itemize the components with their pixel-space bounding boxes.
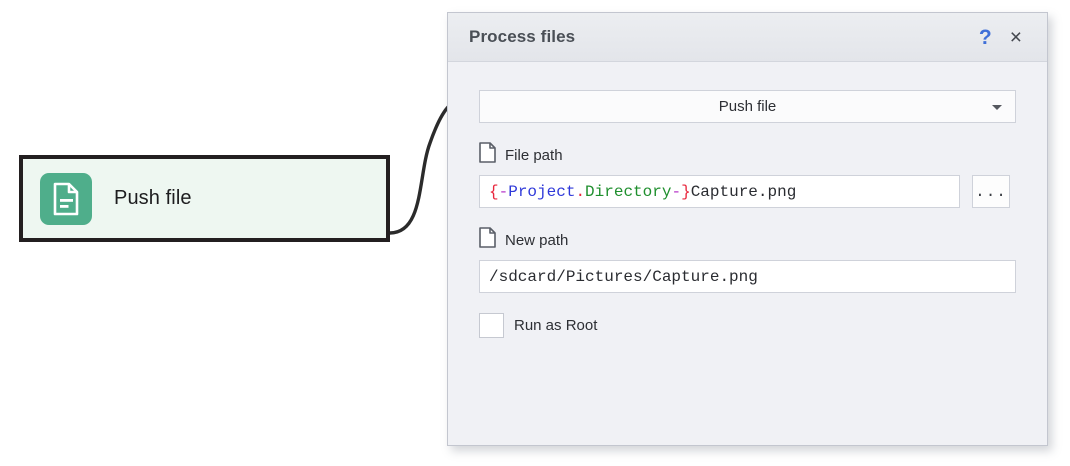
dialog-title: Process files (469, 27, 576, 46)
file-icon (479, 142, 496, 168)
flow-node-push-file[interactable]: Push file (19, 155, 390, 242)
close-icon[interactable]: × (1009, 25, 1022, 49)
process-files-dialog: Process files ? × Push file File path {-… (447, 12, 1048, 446)
path-token: - (498, 182, 509, 201)
path-token: { (489, 182, 499, 201)
run-as-root-checkbox[interactable] (479, 313, 504, 338)
path-token: } (681, 182, 691, 201)
dialog-titlebar[interactable]: Process files ? × (448, 13, 1047, 62)
path-token: Capture.png (690, 182, 797, 201)
file-path-value: {-Project.Directory-}Capture.png (489, 183, 796, 201)
action-select[interactable]: Push file (479, 90, 1016, 123)
dialog-body: Push file File path {-Project.Directory-… (448, 62, 1047, 338)
file-path-label: File path (505, 146, 563, 164)
help-icon[interactable]: ? (978, 25, 992, 49)
browse-button[interactable]: ... (972, 175, 1010, 208)
path-token: - (671, 182, 682, 201)
file-path-row: {-Project.Directory-}Capture.png ... (479, 175, 1016, 208)
chevron-down-icon (992, 104, 1002, 110)
run-as-root-label: Run as Root (514, 317, 598, 334)
new-path-label-row: New path (479, 227, 1016, 253)
path-token: Project (508, 182, 576, 201)
path-token: . (575, 182, 586, 201)
run-as-root-row[interactable]: Run as Root (479, 313, 1016, 338)
action-select-value: Push file (718, 98, 777, 115)
document-file-icon (40, 172, 92, 225)
file-icon (479, 227, 496, 253)
file-path-label-row: File path (479, 142, 1016, 168)
new-path-input[interactable]: /sdcard/Pictures/Capture.png (479, 260, 1016, 293)
new-path-label: New path (505, 231, 569, 249)
flow-node-label: Push file (114, 187, 192, 209)
path-token: Directory (585, 182, 672, 201)
file-path-input[interactable]: {-Project.Directory-}Capture.png (479, 175, 960, 208)
new-path-row: /sdcard/Pictures/Capture.png (479, 260, 1016, 293)
